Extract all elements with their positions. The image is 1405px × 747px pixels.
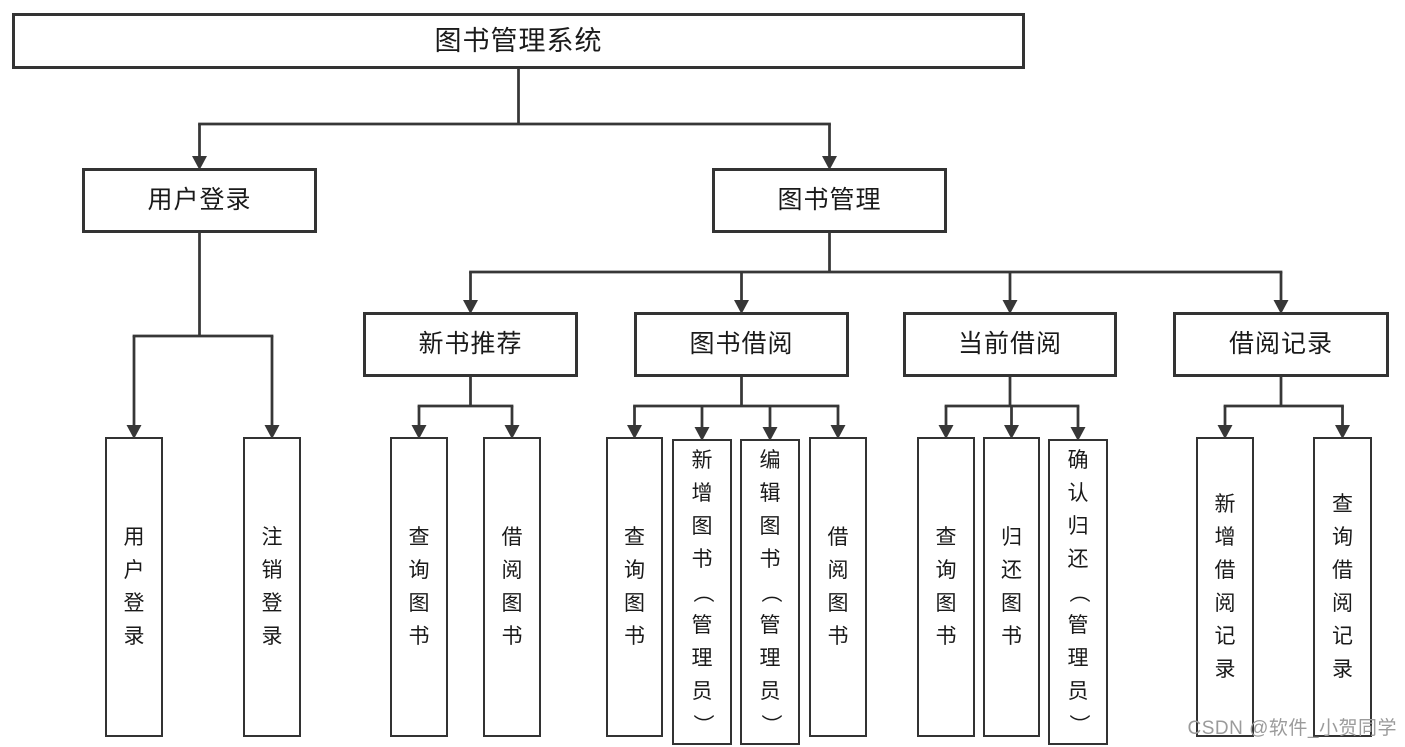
node-label: 编辑图书（管理员） [758, 448, 782, 735]
node-leaf-query-borrow-record: 查询借阅记录 [1313, 437, 1372, 737]
node-label: 新增借阅记录 [1214, 493, 1236, 681]
node-leaf-query-book-current: 查询图书 [917, 437, 975, 737]
node-leaf-user-login: 用户登录 [105, 437, 163, 737]
node-leaf-borrow-book-new: 借阅图书 [483, 437, 541, 737]
node-leaf-logout: 注销登录 [243, 437, 301, 737]
node-label: 用户登录 [147, 186, 252, 214]
node-label: 图书管理 [777, 186, 882, 214]
node-label: 新书推荐 [418, 330, 523, 358]
node-label: 查询图书 [935, 526, 957, 648]
node-label: 借阅记录 [1228, 330, 1333, 358]
node-label: 用户登录 [123, 526, 145, 648]
node-leaf-confirm-return: 确认归还（管理员） [1048, 439, 1108, 745]
node-label: 确认归还（管理员） [1066, 448, 1090, 735]
node-label: 图书借阅 [689, 330, 794, 358]
node-label: 借阅图书 [827, 526, 849, 648]
node-leaf-add-book: 新增图书（管理员） [672, 439, 732, 745]
node-book-borrow: 图书借阅 [634, 312, 849, 377]
node-leaf-add-borrow-record: 新增借阅记录 [1196, 437, 1254, 737]
csdn-watermark: CSDN @软件_小贺同学 [1187, 718, 1397, 740]
node-book-mgmt: 图书管理 [712, 168, 947, 233]
node-borrow-record: 借阅记录 [1173, 312, 1389, 377]
node-leaf-query-book-new: 查询图书 [390, 437, 448, 737]
node-label: 查询借阅记录 [1332, 493, 1353, 681]
node-label: 借阅图书 [501, 526, 523, 648]
node-label: 图书管理系统 [434, 25, 603, 56]
node-user-login: 用户登录 [82, 168, 317, 233]
node-current-borrow: 当前借阅 [903, 312, 1117, 377]
node-label: 归还图书 [1001, 526, 1022, 648]
node-label: 注销登录 [261, 526, 283, 648]
node-root: 图书管理系统 [12, 13, 1025, 69]
node-label: 查询图书 [408, 526, 430, 648]
node-leaf-return-book: 归还图书 [983, 437, 1040, 737]
node-label: 新增图书（管理员） [690, 448, 714, 735]
node-leaf-query-book-borrow: 查询图书 [606, 437, 663, 737]
node-new-book-rec: 新书推荐 [363, 312, 578, 377]
node-leaf-edit-book: 编辑图书（管理员） [740, 439, 800, 745]
node-leaf-borrow-book-borrow: 借阅图书 [809, 437, 867, 737]
node-label: 当前借阅 [957, 330, 1062, 358]
node-label: 查询图书 [624, 526, 645, 648]
